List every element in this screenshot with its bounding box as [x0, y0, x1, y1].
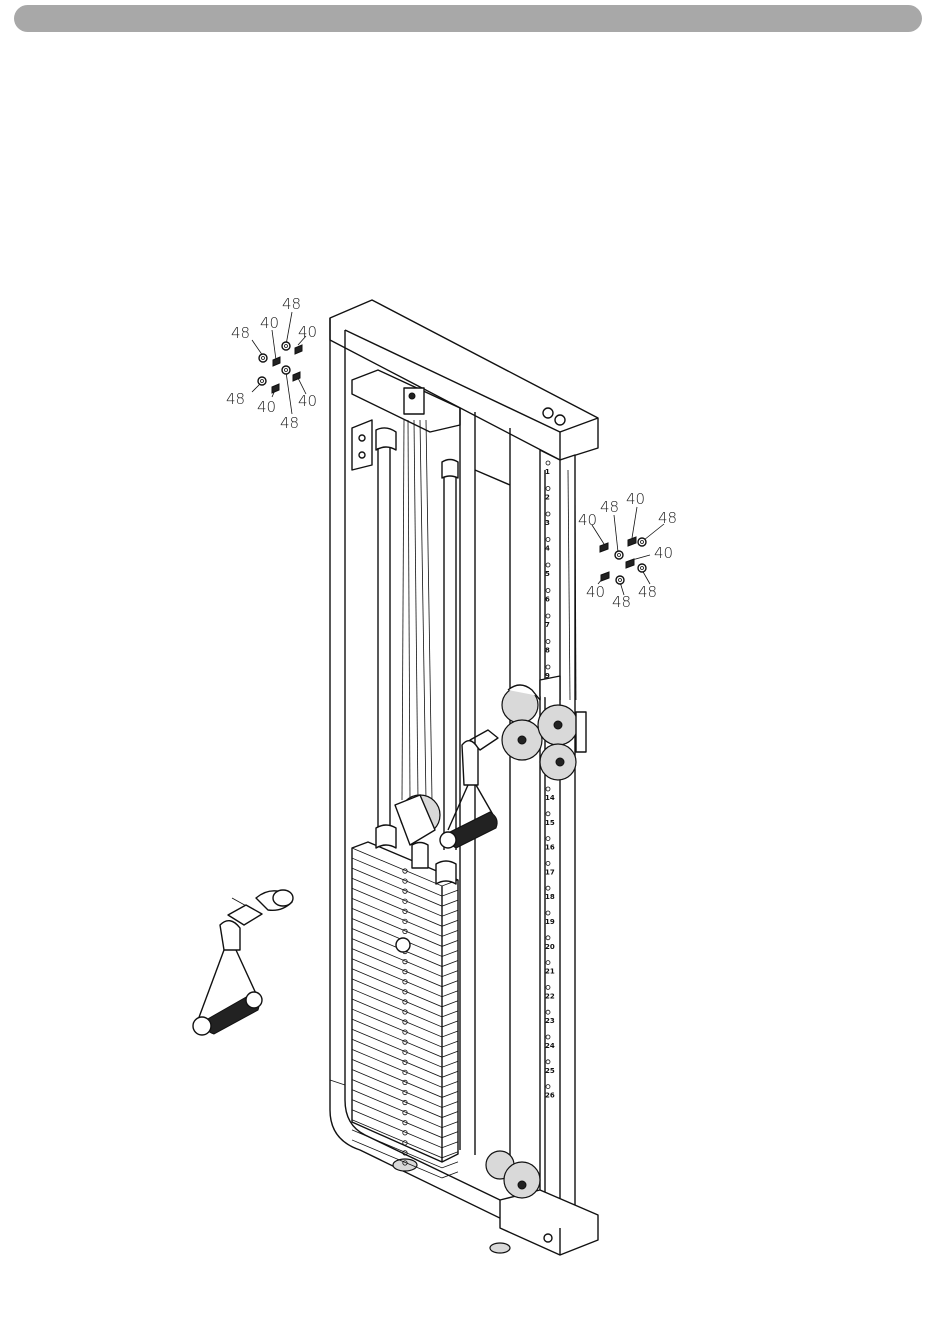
callout-tl2: 40 [260, 314, 279, 332]
column-number-lower-12: 26 [545, 1092, 555, 1100]
weight-stack [352, 825, 458, 1178]
callout-r7: 48 [612, 593, 631, 611]
callout-r3: 40 [626, 490, 645, 508]
column-number-upper-0: 1 [545, 468, 550, 476]
column-number-lower-1: 15 [545, 819, 555, 827]
callout-labels-right: 40 48 40 48 40 40 48 48 [578, 490, 677, 611]
column-number-lower-2: 16 [545, 844, 555, 852]
column-number-lower-4: 18 [545, 893, 555, 901]
column-number-upper-4: 5 [545, 570, 550, 578]
loose-stirrup-handle [193, 890, 293, 1035]
column-number-lower-7: 21 [545, 968, 555, 976]
callout-tl4: 40 [298, 323, 317, 341]
callout-r5: 40 [654, 544, 673, 562]
column-number-upper-3: 4 [545, 545, 550, 553]
column-number-upper-7: 8 [545, 647, 550, 655]
column-number-upper-6: 7 [545, 621, 550, 629]
callout-tl8: 40 [298, 392, 317, 410]
callout-tl3: 48 [282, 295, 301, 313]
callout-tl5: 48 [226, 390, 245, 408]
callout-tl6: 40 [257, 398, 276, 416]
callout-tl1: 48 [231, 324, 250, 342]
callout-r1: 40 [578, 511, 597, 529]
column-number-lower-10: 24 [545, 1042, 555, 1050]
callout-r4: 48 [658, 509, 677, 527]
column-number-lower-6: 20 [545, 943, 555, 951]
column-number-lower-0: 14 [545, 794, 555, 802]
column-number-lower-5: 19 [545, 918, 555, 926]
column-number-upper-1: 2 [545, 494, 550, 502]
column-number-lower-3: 17 [545, 868, 555, 876]
column-number-lower-8: 22 [545, 992, 555, 1000]
callout-r6: 40 [586, 583, 605, 601]
callout-r8: 48 [638, 583, 657, 601]
callout-tl7: 48 [280, 414, 299, 432]
attached-stirrup-handle [440, 730, 498, 848]
column-number-upper-5: 6 [545, 596, 550, 604]
column-number-upper-8: 9 [545, 672, 550, 680]
callout-r2: 48 [600, 498, 619, 516]
column-number-lower-9: 23 [545, 1017, 555, 1025]
column-number-upper-2: 3 [545, 519, 550, 527]
callout-labels-top-left: 48 40 48 40 48 40 48 40 [226, 295, 317, 432]
column-number-lower-11: 25 [545, 1067, 555, 1075]
